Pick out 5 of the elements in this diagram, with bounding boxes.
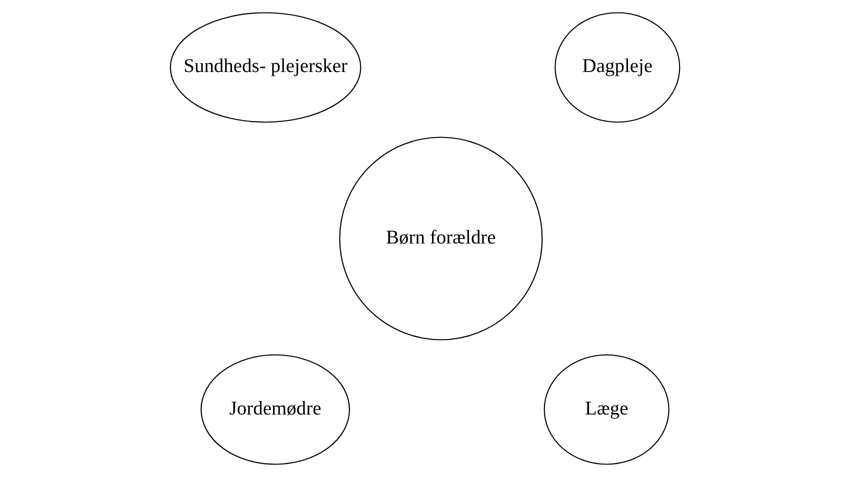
node-circle: Børn forældre	[339, 136, 543, 340]
node-ellipse: Læge	[544, 354, 670, 465]
node-ellipse: Jordemødre	[200, 354, 350, 465]
node-ellipse: Dagpleje	[554, 12, 680, 123]
node-ellipse: Sundheds- plejersker	[170, 12, 362, 123]
